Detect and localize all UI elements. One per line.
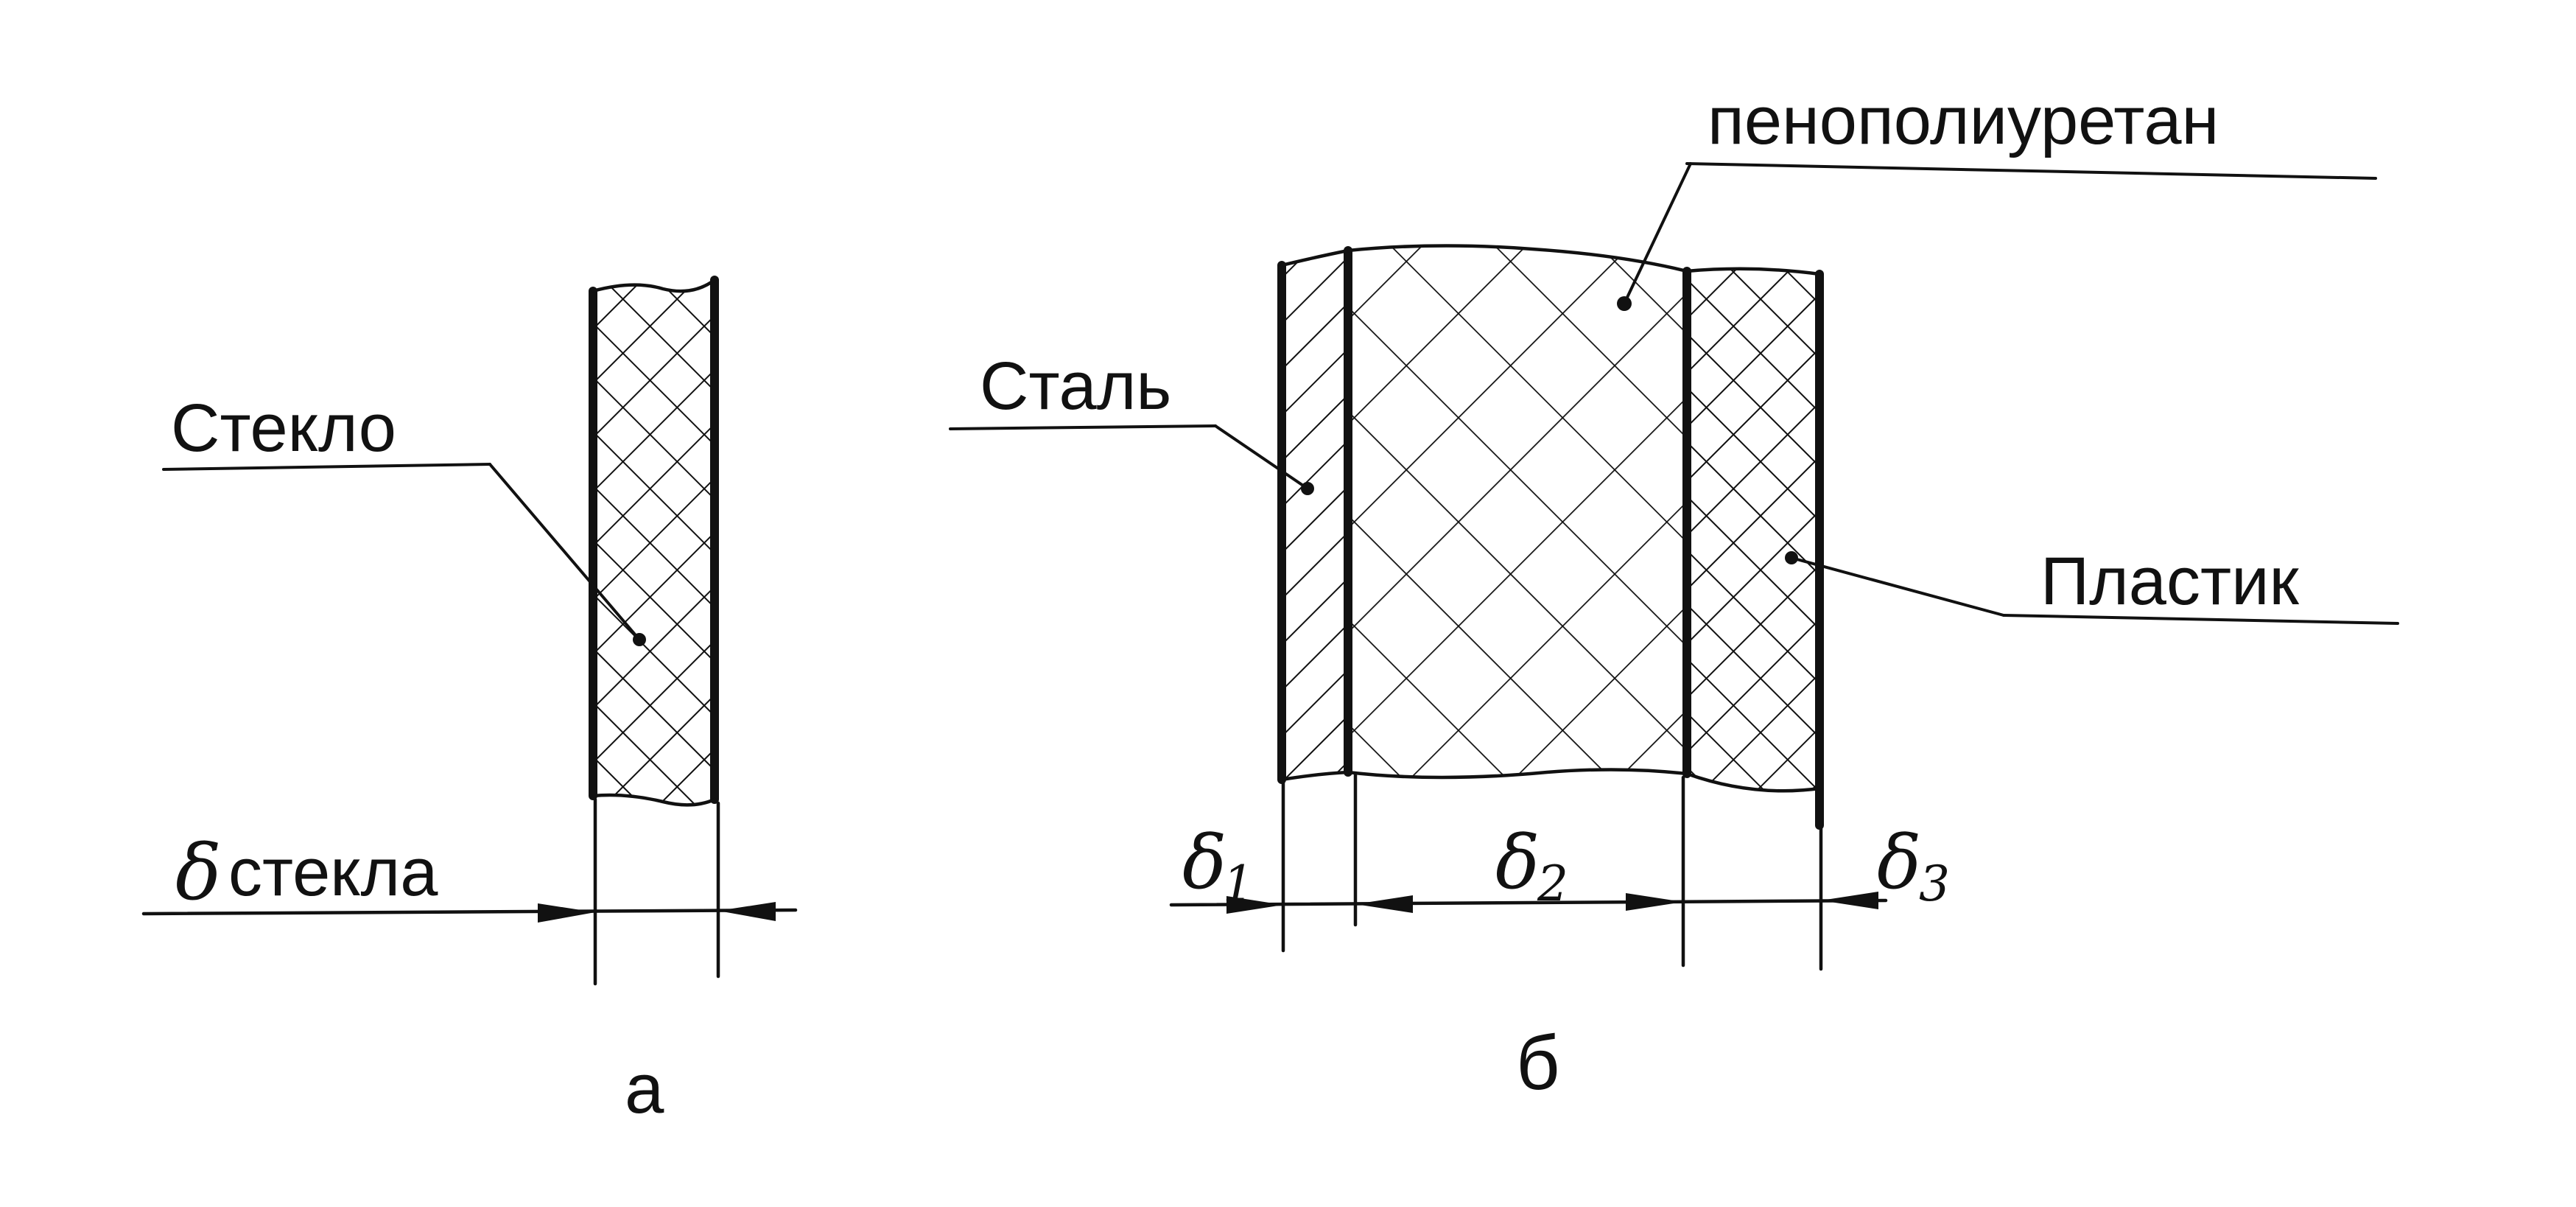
dim-arrow-foam-left [1355, 895, 1413, 913]
delta-2-symbol: δ [1495, 819, 1540, 906]
glass-label-underline [162, 463, 491, 471]
foam-label-underline [1685, 162, 2377, 180]
delta-1-subscript: 1 [1223, 856, 1254, 912]
glass-bottom-break [591, 793, 717, 807]
dim-arrow-steel [1226, 896, 1283, 914]
glass-leader-line [488, 463, 641, 641]
glass-dim-arrow-right [718, 902, 776, 921]
glass-dimension-line [141, 908, 798, 916]
plastic-leader-dot [1785, 551, 1798, 564]
steel-layer [1282, 251, 1348, 780]
plastic-layer [1687, 268, 1819, 791]
dim-arrow-plastic [1821, 892, 1878, 909]
glass-label: Стекло [171, 391, 396, 466]
steel-label: Сталь [980, 349, 1171, 424]
delta-3-symbol: δ [1877, 819, 1921, 906]
foam-leader-dot [1617, 296, 1632, 311]
glass-dim-arrow-left [538, 903, 595, 923]
figure-a-caption: а [625, 1049, 664, 1128]
wall-bottom-break [1280, 768, 1822, 793]
foam-layer [1348, 245, 1687, 777]
glass-top-break [591, 278, 717, 293]
glass-delta-symbol: δ [175, 828, 222, 917]
wall-dimension-line [1169, 898, 1888, 907]
foam-label: пенополиуретан [1708, 83, 2219, 158]
steel-label-underline [949, 424, 1217, 430]
plastic-label-underline [2002, 614, 2399, 625]
figure-a: Стекло δ стекла а [141, 276, 798, 1128]
plastic-leader-line [1790, 556, 2005, 617]
delta-3-subscript: 3 [1919, 856, 1950, 912]
glass-layer [593, 280, 715, 805]
delta-2-subscript: 2 [1537, 856, 1568, 912]
figure-b: δ 1 δ 2 δ 3 пенополиуретан Сталь Пластик… [949, 83, 2399, 1106]
steel-leader-line [1214, 424, 1309, 490]
steel-leader-dot [1301, 482, 1314, 495]
glass-thickness-label: стекла [228, 835, 438, 910]
wall-top-break [1280, 244, 1822, 276]
delta-1-symbol: δ [1182, 819, 1226, 906]
glass-leader-dot [633, 633, 646, 646]
figure-b-caption: б [1516, 1021, 1560, 1106]
plastic-label: Пластик [2040, 544, 2300, 619]
foam-leader-line [1623, 162, 1692, 305]
dim-arrow-foam-right [1626, 893, 1683, 911]
